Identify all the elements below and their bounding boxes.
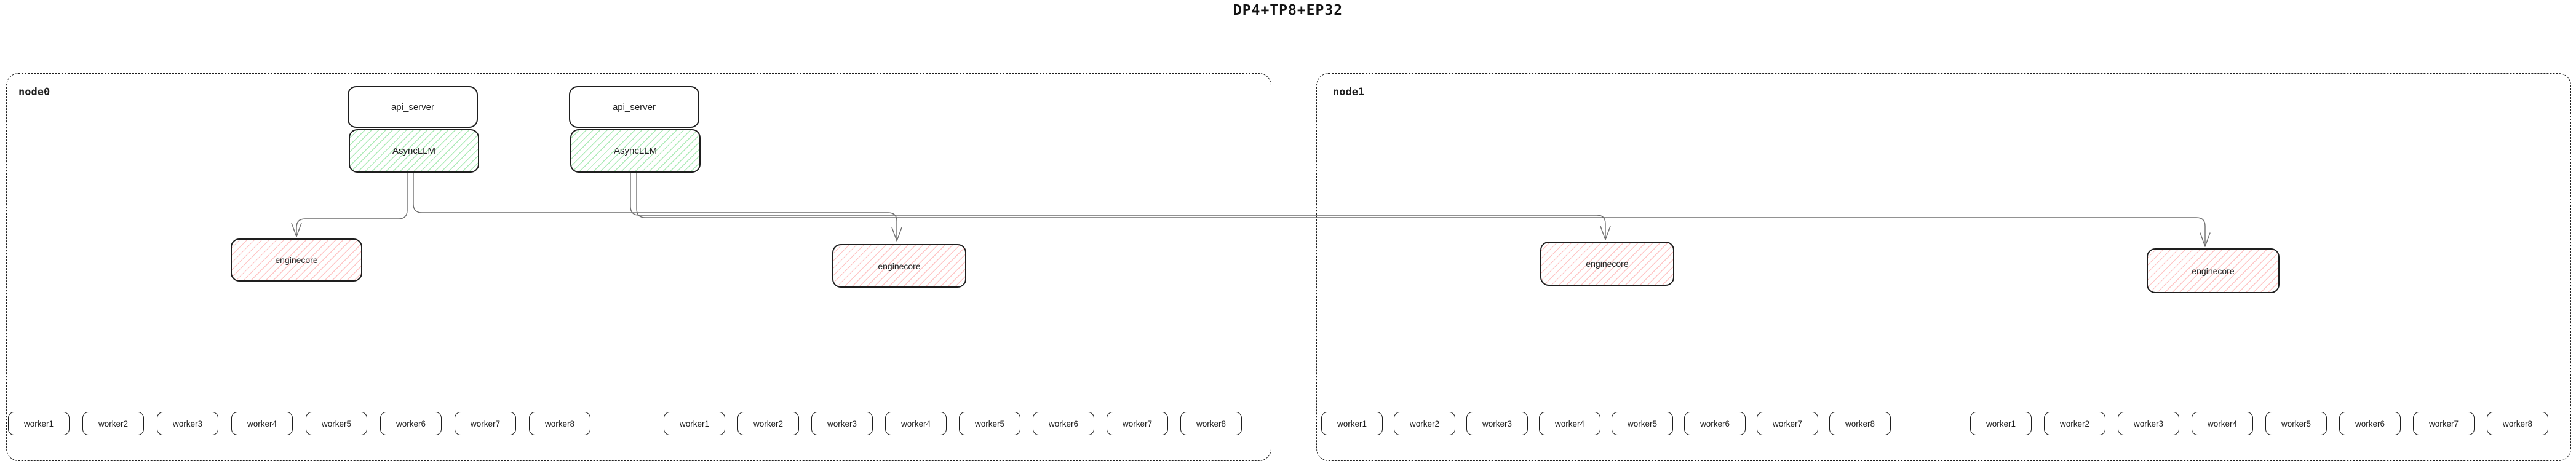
worker-box: worker8	[1829, 412, 1891, 435]
worker-box: worker8	[2487, 412, 2548, 435]
connector-asyncllm2-enginecore3	[630, 172, 1606, 240]
worker-box: worker4	[885, 412, 947, 435]
worker-box: worker5	[306, 412, 367, 435]
connector-asyncllm2-enginecore4	[636, 172, 2206, 246]
asyncllm-box-2: AsyncLLM	[570, 129, 701, 173]
api-server-box-2: api_server	[569, 86, 699, 128]
diagram-title: DP4+TP8+EP32	[1233, 2, 1343, 18]
enginecore-box-3: enginecore	[1540, 242, 1674, 286]
worker-box: worker7	[2413, 412, 2475, 435]
connector-asyncllm1-enginecore2	[413, 172, 897, 241]
worker-box: worker6	[1033, 412, 1094, 435]
node1-frame	[1316, 73, 2571, 461]
worker-box: worker4	[2192, 412, 2253, 435]
enginecore-box-4: enginecore	[2147, 248, 2280, 293]
worker-box: worker3	[1466, 412, 1528, 435]
worker-box: worker3	[157, 412, 218, 435]
worker-box: worker4	[231, 412, 293, 435]
worker-box: worker6	[380, 412, 442, 435]
enginecore-box-2: enginecore	[832, 244, 966, 288]
worker-box: worker4	[1539, 412, 1600, 435]
arrowhead-enginecore3	[1600, 226, 1611, 240]
connector-asyncllm1-enginecore1	[296, 172, 408, 237]
worker-box: worker8	[529, 412, 590, 435]
asyncllm-box-1: AsyncLLM	[349, 129, 479, 173]
node0-frame	[6, 73, 1271, 461]
worker-box: worker6	[2339, 412, 2401, 435]
node1-label: node1	[1333, 86, 1365, 98]
worker-box: worker5	[2265, 412, 2327, 435]
worker-box: worker5	[959, 412, 1020, 435]
worker-box: worker2	[2044, 412, 2105, 435]
worker-box: worker1	[664, 412, 725, 435]
enginecore-box-1: enginecore	[231, 238, 362, 282]
worker-box: worker1	[1970, 412, 2032, 435]
arrowhead-enginecore4	[2200, 232, 2211, 247]
worker-box: worker3	[2118, 412, 2179, 435]
worker-box: worker2	[737, 412, 799, 435]
worker-box: worker1	[8, 412, 70, 435]
worker-box: worker5	[1612, 412, 1673, 435]
worker-box: worker2	[82, 412, 144, 435]
worker-box: worker3	[811, 412, 873, 435]
worker-box: worker2	[1394, 412, 1455, 435]
worker-box: worker8	[1180, 412, 1242, 435]
worker-box: worker7	[1107, 412, 1168, 435]
api-server-box-1: api_server	[348, 86, 478, 128]
node0-label: node0	[18, 86, 50, 98]
worker-box: worker6	[1684, 412, 1746, 435]
worker-box: worker7	[455, 412, 516, 435]
arrowhead-enginecore2	[891, 227, 902, 242]
worker-box: worker1	[1321, 412, 1383, 435]
arrowhead-enginecore1	[291, 223, 302, 237]
worker-box: worker7	[1757, 412, 1818, 435]
